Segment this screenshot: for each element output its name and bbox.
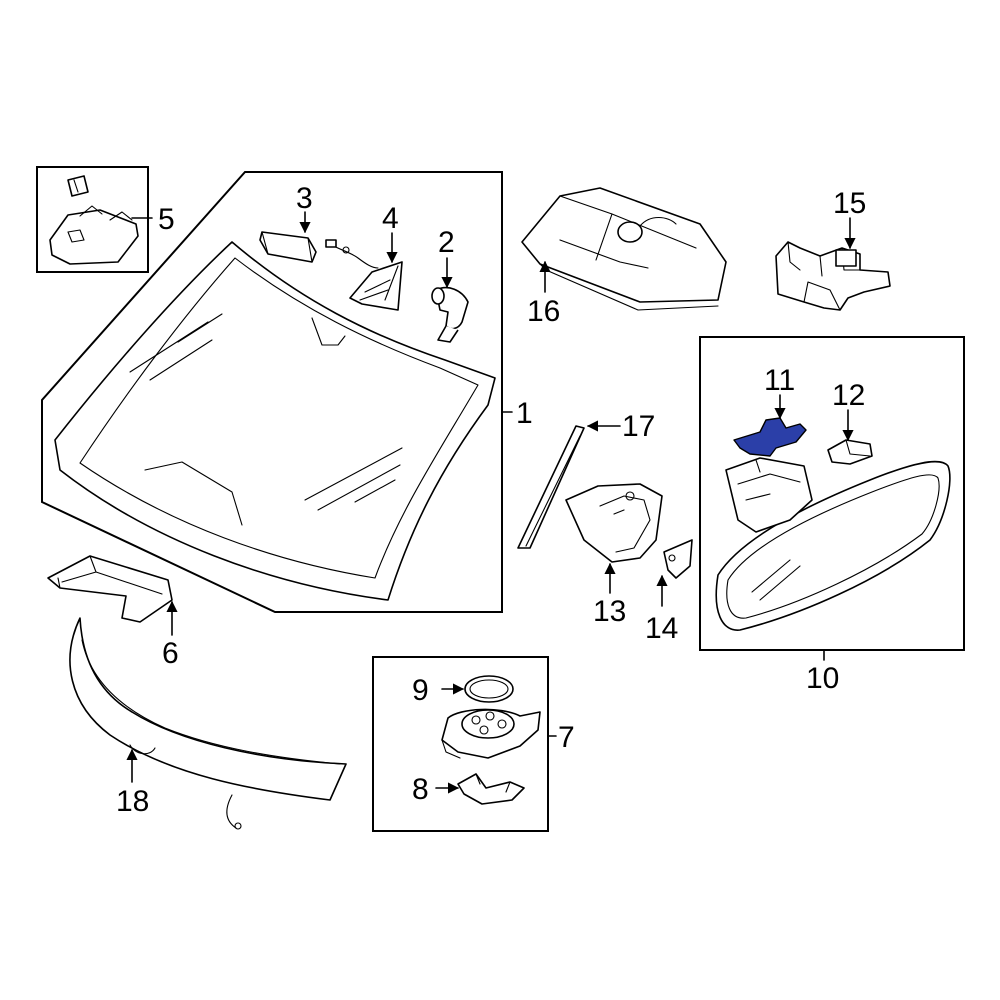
part-5-group[interactable] [36, 166, 149, 273]
leader-arrows [126, 211, 856, 794]
windshield-outer [54, 241, 496, 601]
callout-2[interactable]: 2 [438, 226, 455, 259]
callout-15[interactable]: 15 [833, 187, 866, 220]
part-10-mirror[interactable] [715, 460, 951, 631]
part-18-trim-cover[interactable] [69, 617, 347, 830]
part-17-strip[interactable] [517, 425, 585, 549]
callout-8[interactable]: 8 [412, 773, 429, 806]
part-13-cover[interactable] [565, 483, 663, 563]
callout-16[interactable]: 16 [527, 295, 560, 328]
windshield-reflection-lines [129, 313, 403, 511]
callout-1[interactable]: 1 [516, 397, 533, 430]
part-5-box [36, 166, 149, 273]
part-8-bracket[interactable] [457, 773, 525, 805]
part-12-clip[interactable] [827, 439, 873, 465]
part-7-group[interactable] [372, 656, 549, 832]
windshield-mirror-notch [311, 317, 346, 346]
part-11-highlighted-bracket[interactable] [733, 417, 807, 457]
callout-14[interactable]: 14 [645, 612, 678, 645]
part-7-rain-sensor[interactable] [441, 708, 541, 759]
part-9-gasket[interactable] [464, 675, 514, 703]
part-15-bracket[interactable] [775, 241, 891, 311]
callout-5[interactable]: 5 [158, 203, 175, 236]
callout-18[interactable]: 18 [116, 785, 149, 818]
part-10-group[interactable] [699, 336, 965, 651]
callout-11[interactable]: 11 [764, 364, 795, 397]
windshield-group[interactable] [41, 171, 503, 613]
callout-9[interactable]: 9 [412, 674, 429, 707]
callout-labels: 1 2 3 4 5 6 7 8 9 10 11 12 13 14 15 16 1… [116, 182, 866, 818]
part-3-pad[interactable] [259, 231, 317, 263]
callout-3[interactable]: 3 [296, 182, 313, 215]
callout-6[interactable]: 6 [162, 637, 179, 670]
windshield-inner [79, 257, 479, 579]
part-7-box [372, 656, 549, 832]
part-6-bracket[interactable] [47, 555, 173, 623]
callout-4[interactable]: 4 [382, 202, 399, 235]
windshield-lower-notch [144, 461, 243, 526]
part-4-sensor-bracket[interactable] [325, 239, 403, 311]
part-2-clip[interactable] [431, 286, 469, 343]
windshield-group-outline [41, 171, 503, 613]
callout-17[interactable]: 17 [622, 410, 655, 443]
callout-12[interactable]: 12 [832, 379, 865, 412]
part-10-mount[interactable] [725, 457, 813, 533]
callout-10[interactable]: 10 [806, 662, 839, 695]
callout-13[interactable]: 13 [593, 595, 626, 628]
callout-7[interactable]: 7 [558, 721, 575, 754]
part-14-bracket[interactable] [663, 539, 693, 579]
part-16-module[interactable] [521, 187, 727, 311]
part-10-box [699, 336, 965, 651]
